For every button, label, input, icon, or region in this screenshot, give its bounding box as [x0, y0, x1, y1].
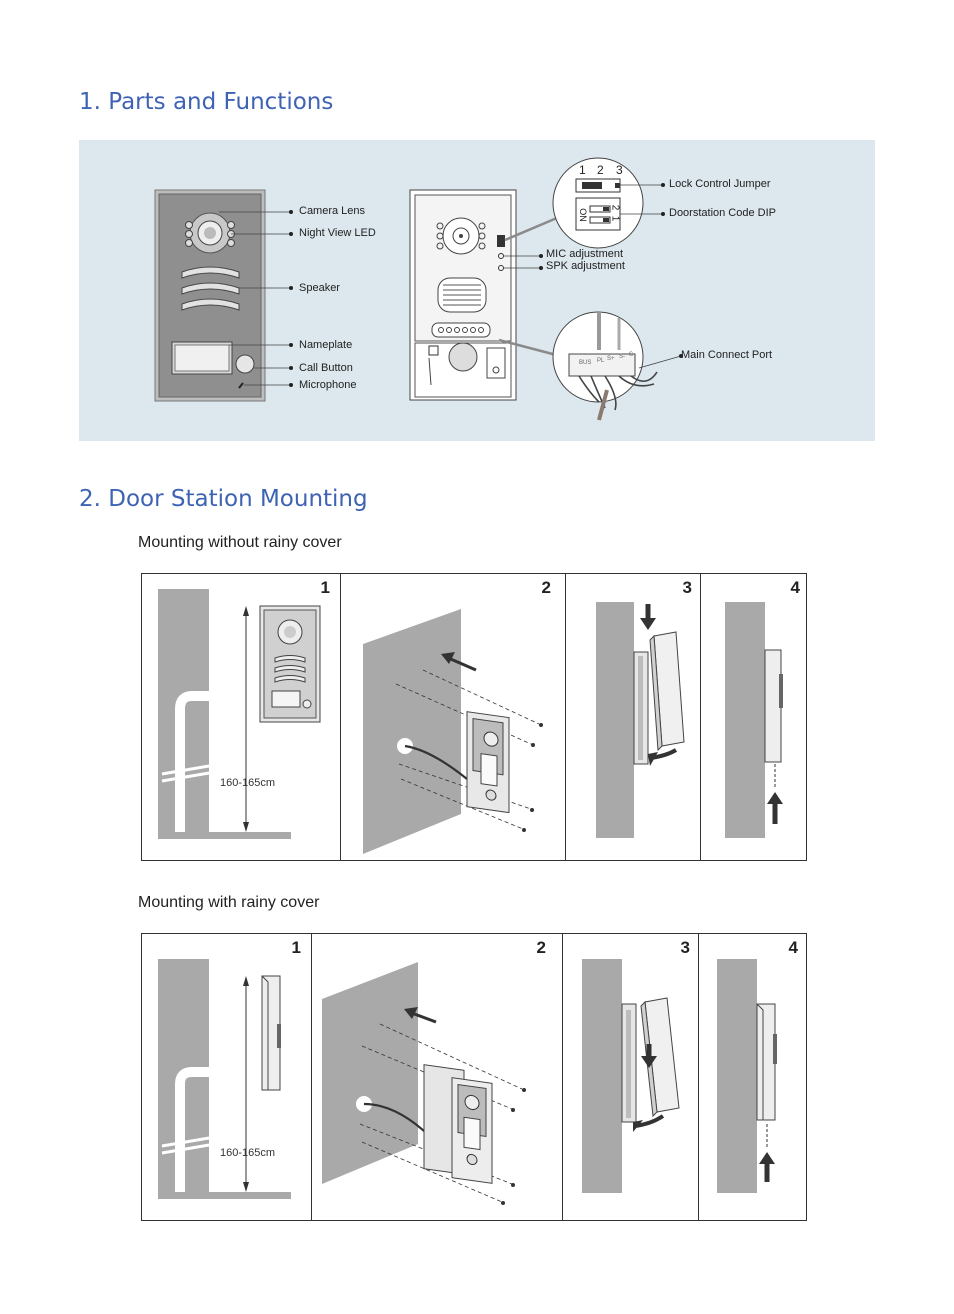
mounting-with-cover-steps: 1 160-165cm 2 [141, 933, 807, 1221]
step-cell-1: 1 160-165cm [142, 574, 341, 860]
step-number: 2 [536, 938, 546, 957]
port-label-splus: S+ [607, 356, 615, 362]
step-cell-1: 1 160-165cm [142, 934, 312, 1220]
wall-screw-mounting-illustration [363, 609, 543, 854]
step-cell-3: 3 [563, 934, 699, 1220]
height-dimension-label: 160-165cm [220, 1147, 276, 1159]
door-station-front-illustration [154, 157, 683, 421]
camera-lens-label: Camera Lens [299, 205, 366, 217]
mic-adjustment-label: MIC adjustment [546, 248, 624, 260]
dip-on-label: ON [577, 208, 588, 222]
hang-panel-illustration [596, 602, 685, 838]
jumper-number-2: 2 [597, 163, 604, 177]
call-button-label: Call Button [299, 362, 353, 374]
step-number: 2 [541, 578, 551, 597]
height-installation-illustration [158, 959, 291, 1199]
step-number: 4 [788, 938, 798, 957]
parts-diagram-panel: Camera Lens Night View LED Speaker Namep… [79, 140, 875, 441]
jumper-number-1: 1 [579, 163, 586, 177]
port-label-bus: BUS [579, 360, 592, 366]
step-cell-2: 2 [312, 934, 563, 1220]
section-title-parts: 1. Parts and Functions [79, 89, 334, 115]
dip-2-label: 2 [609, 204, 621, 211]
hang-panel-illustration [582, 959, 680, 1193]
secure-screw-illustration [717, 959, 777, 1193]
height-installation-illustration [158, 589, 321, 839]
secure-screw-illustration [725, 602, 783, 838]
port-label-sminus: S- [619, 354, 625, 360]
main-connect-port-label: Main Connect Port [681, 349, 773, 361]
step-cell-4: 4 [701, 574, 808, 860]
step-number: 1 [320, 578, 330, 597]
port-label-pl: PL [597, 358, 605, 364]
speaker-label: Speaker [299, 282, 340, 294]
port-label-s: S [629, 352, 634, 358]
jumper-number-3: 3 [616, 163, 623, 177]
doorstation-code-dip-label: Doorstation Code DIP [669, 207, 776, 219]
step-cell-3: 3 [566, 574, 701, 860]
mounting-without-cover-title: Mounting without rainy cover [138, 534, 342, 551]
nameplate-label: Nameplate [299, 339, 353, 351]
lock-control-jumper-label: Lock Control Jumper [669, 178, 771, 190]
night-view-led-label: Night View LED [299, 227, 376, 239]
height-dimension-label: 160-165cm [220, 777, 276, 789]
step-cell-2: 2 [341, 574, 566, 860]
mounting-with-cover-title: Mounting with rainy cover [138, 894, 320, 911]
dip-1-label: 1 [609, 215, 621, 222]
step-number: 3 [680, 938, 690, 957]
spk-adjustment-label: SPK adjustment [546, 260, 625, 272]
step-number: 1 [291, 938, 301, 957]
step-cell-4: 4 [699, 934, 806, 1220]
mounting-without-cover-steps: 1 160-165cm 2 [141, 573, 807, 861]
step-number: 4 [790, 578, 800, 597]
microphone-label: Microphone [299, 379, 357, 391]
step-number: 3 [682, 578, 692, 597]
section-title-mounting: 2. Door Station Mounting [79, 486, 368, 512]
wall-cover-mounting-illustration [322, 962, 526, 1205]
